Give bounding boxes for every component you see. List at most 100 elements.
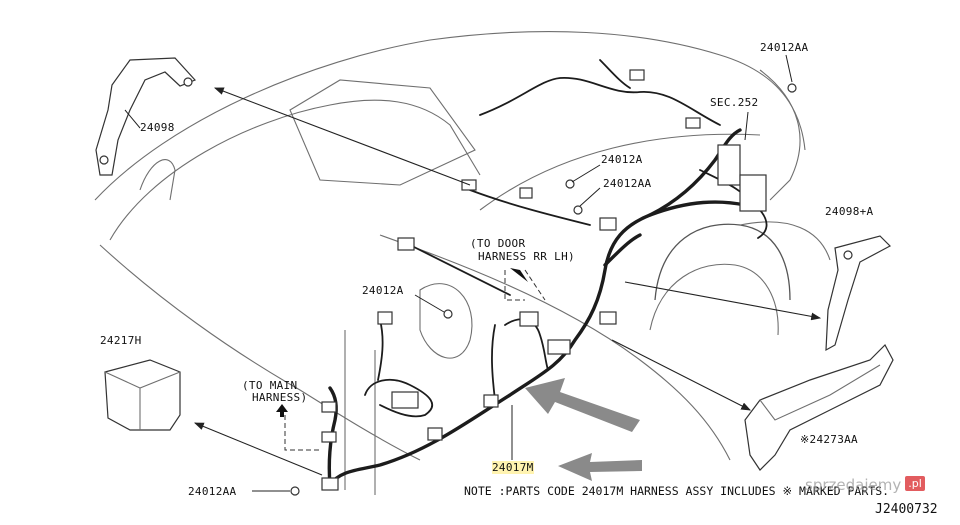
rear-pillar [759,69,801,201]
bracket-body [95,57,197,176]
connector [483,394,499,408]
door-top-line [479,133,761,211]
label-24098A: 24098+A [825,205,874,218]
label-24273AA: ※24273AA [800,433,858,446]
pointer-arrows [525,378,642,481]
harness-connectors [290,69,797,496]
main-harness-dash [284,415,320,451]
mirror-outline [139,159,176,201]
label-24012AA-bot: 24012AA [188,485,237,498]
main-harness-arrow-stem [280,411,284,417]
leader-24012A [571,164,601,183]
connector [377,311,393,325]
connector [547,339,571,355]
car-body-outline [94,31,831,495]
leader-24012AA-mid [579,187,601,207]
sunroof-outline [289,79,476,186]
wheel-arch-inner [649,263,779,336]
main-harness-arrow [276,404,288,412]
wire-harness-24017M [327,59,768,487]
body-pillar-lines [344,330,376,495]
leader-24012AA-top [785,54,793,83]
roof-harness-upper [479,77,721,126]
reference-marks [276,268,546,451]
connector [321,477,339,491]
label-24012AA-top: 24012AA [760,41,809,54]
harness-trunk-branch [648,128,742,217]
connector [685,117,701,129]
bolt [290,486,300,496]
door-trim-outline [419,283,473,359]
connector [427,427,443,441]
label-24217H: 24217H [100,334,142,347]
connector [599,311,617,325]
label-to-main-2: HARNESS) [252,391,308,404]
label-24098: 24098 [140,121,175,134]
protector-body [104,359,181,431]
harness-door-lead [504,318,549,371]
windshield-outline [109,99,481,241]
arrow-to-24273AA [611,339,751,411]
label-24012AA-mid: 24012AA [603,177,652,190]
bracket-body [825,235,891,352]
label-sec252: SEC.252 [710,96,759,109]
trunk-connector-block [739,174,767,212]
label-24012A-2: 24012A [362,284,404,297]
label-to-door-2: HARNESS RR LH) [478,250,575,263]
bracket-24098A [825,235,891,352]
harness-front-branch [327,386,338,487]
roof-line [94,31,806,201]
bracket-hole [843,250,853,260]
connector [519,311,539,327]
harness-front-lead [377,319,384,381]
arrow-to-24098 [213,87,471,186]
arrow-to-24098A [624,281,822,321]
protector-24273AA [744,344,894,471]
connector [321,401,337,413]
watermark: sprzedajemy.pl [805,476,925,494]
watermark-text: sprzedajemy [805,476,902,494]
pointer-arrow-lower [558,453,642,481]
rear-fender [739,221,831,261]
connector [599,217,617,231]
bracket-hole [99,155,109,165]
harness-drop [491,324,496,401]
label-24012A-1: 24012A [601,153,643,166]
bolt [787,83,797,93]
protector-edges [104,371,181,430]
label-to-main-1: (TO MAIN [242,379,298,392]
pointer-arrow-upper [525,378,640,432]
door-harness-arrow [510,268,528,282]
bracket-hole [183,77,193,87]
label-24017M: 24017M [492,461,534,474]
protector-body [744,344,894,471]
leader-arrows [124,54,822,492]
arrow-to-24217H [193,422,323,476]
connector [321,431,337,443]
watermark-badge: .pl [905,476,925,491]
connector [397,237,415,251]
label-to-door-1: (TO DOOR [470,237,526,250]
trunk-connector-block [717,144,741,186]
harness-loop [364,378,434,418]
bolt [573,205,583,215]
roof-harness-lower [469,189,591,226]
door-harness-dash [504,269,546,301]
parts-note: NOTE :PARTS CODE 24017M HARNESS ASSY INC… [464,484,890,498]
leader-24012A-2 [414,294,445,313]
main-harness-run [328,200,747,487]
leader-24098 [124,109,141,129]
connector [629,69,645,81]
protector-24217H [104,359,181,431]
wheel-arch-outline [654,223,791,301]
side-harness [409,244,511,296]
harness-rear-branch [603,233,642,267]
connector [519,187,533,199]
roof-harness-tail [599,59,631,89]
diagram-code: J2400732 [875,502,938,517]
leader-sec252 [744,111,749,141]
bracket-24098 [95,57,197,176]
protector-edges [759,364,881,421]
